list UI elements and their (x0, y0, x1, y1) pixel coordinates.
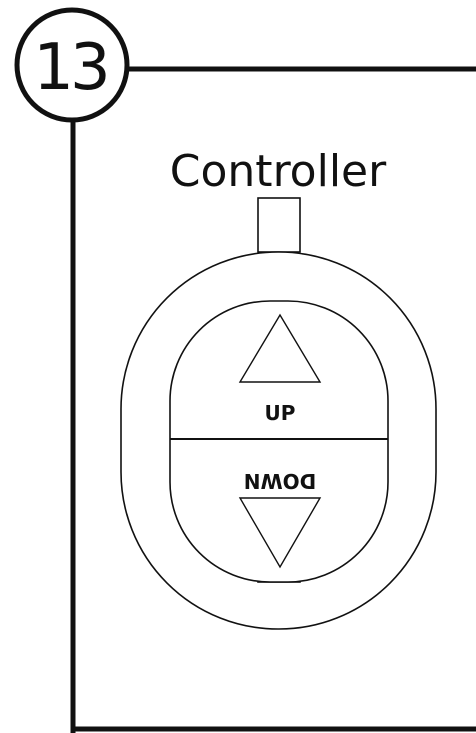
down-button-label: DOWN (244, 469, 316, 493)
step-number: 13 (33, 31, 106, 105)
controller-cord (257, 197, 301, 253)
down-arrow-icon (238, 497, 322, 569)
controller-button-pod (169, 300, 389, 583)
controller-illustration (120, 197, 437, 630)
step-frame (70, 66, 476, 733)
step-number-badge: 13 (14, 7, 130, 123)
step-number-circle (14, 7, 130, 123)
diagram-title: Controller (170, 146, 387, 197)
up-arrow-icon (238, 313, 322, 383)
up-button-label: UP (265, 401, 296, 425)
